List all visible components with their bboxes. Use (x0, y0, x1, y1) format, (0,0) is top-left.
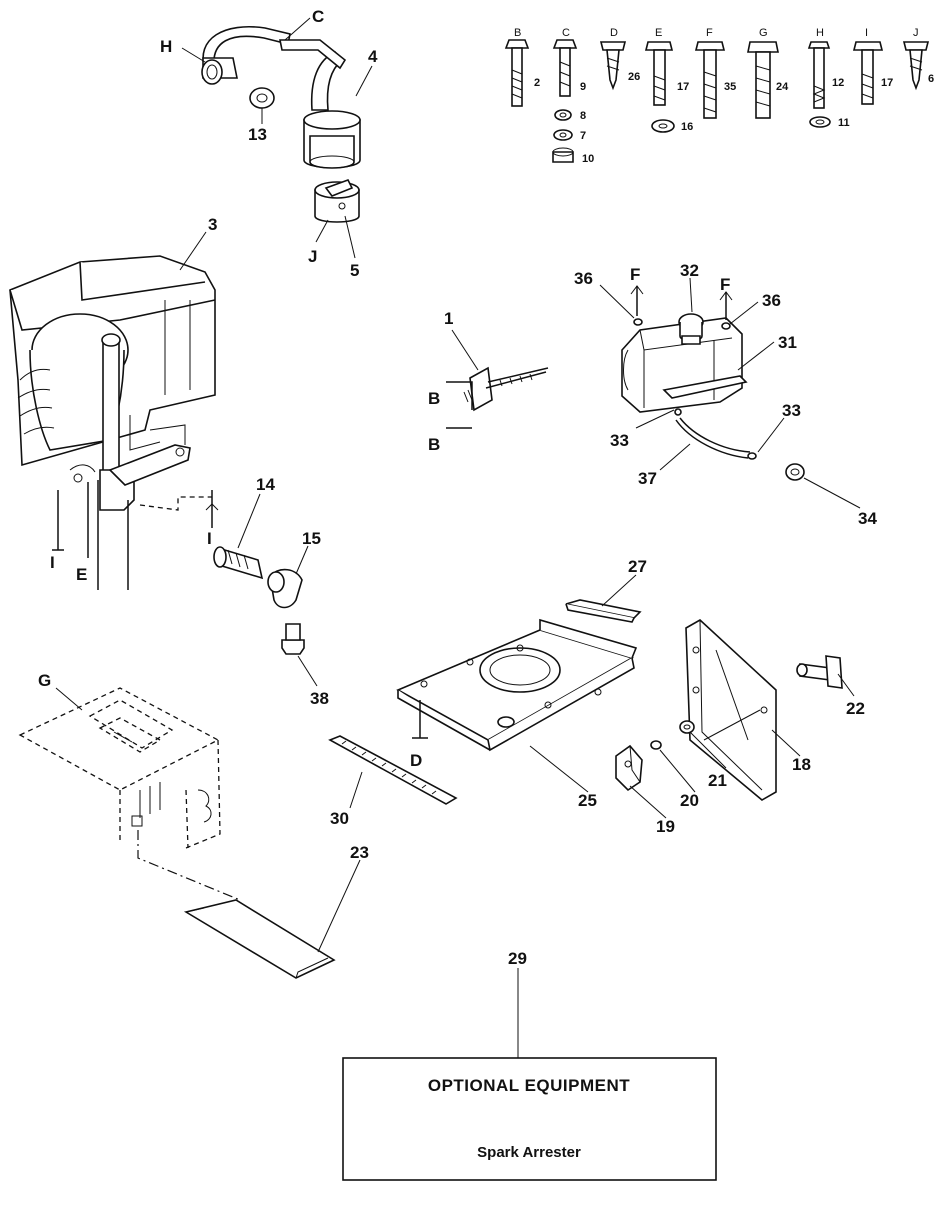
hardware-qty-e: 17 (677, 81, 689, 93)
callout-36-left: 36 (574, 269, 593, 288)
pipe-fittings (213, 546, 305, 655)
hardware-qty-i: 17 (881, 77, 893, 89)
callout-18: 18 (792, 755, 811, 774)
callout-5: 5 (350, 261, 359, 280)
hardware-strip: B 2 C 9 8 7 10 D 26 (504, 27, 934, 165)
washer-qty-8: 8 (580, 110, 586, 122)
callout-i-left: I (50, 553, 55, 572)
hardware-letter-h: H (816, 27, 824, 39)
callout-15: 15 (302, 529, 321, 548)
hardware-bolt-g: G 24 (747, 27, 789, 119)
callout-19: 19 (656, 817, 675, 836)
callout-h: H (160, 37, 172, 56)
callout-f-right: F (720, 275, 730, 294)
bracket-1 (446, 366, 549, 429)
hardware-letter-f: F (706, 27, 713, 39)
callout-21: 21 (708, 771, 727, 790)
hardware-letter-i: I (865, 27, 868, 39)
callout-36-right: 36 (762, 291, 781, 310)
hardware-qty-d: 26 (628, 71, 640, 83)
callout-37: 37 (638, 469, 657, 488)
gasket-strip (328, 735, 458, 805)
hose-assembly (674, 408, 805, 481)
optional-equipment-box: OPTIONAL EQUIPMENT Spark Arrester (342, 1057, 717, 1181)
heat-shield (615, 619, 843, 801)
callout-31: 31 (778, 333, 797, 352)
hardware-qty-b: 2 (534, 77, 540, 89)
callout-3: 3 (208, 215, 217, 234)
hardware-qty-f: 35 (724, 81, 736, 93)
hardware-letter-j: J (913, 27, 919, 39)
callout-13: 13 (248, 125, 267, 144)
callout-33-left: 33 (610, 431, 629, 450)
washer-qty-10: 10 (582, 153, 594, 165)
callout-22: 22 (846, 699, 865, 718)
frame-and-plate (18, 687, 336, 979)
hardware-screw-j: J 6 (902, 27, 934, 91)
hardware-qty-c: 9 (580, 81, 586, 93)
callout-23: 23 (350, 843, 369, 862)
callout-b-lower: B (428, 435, 440, 454)
callout-29: 29 (508, 949, 527, 968)
callout-32: 32 (680, 261, 699, 280)
callout-27: 27 (628, 557, 647, 576)
callout-25: 25 (578, 791, 597, 810)
callout-b-upper: B (428, 389, 440, 408)
hardware-qty-h: 12 (832, 77, 844, 89)
exhaust-assembly (201, 26, 361, 223)
callout-e: E (76, 565, 87, 584)
hardware-qty-j: 6 (928, 73, 934, 85)
hardware-letter-c: C (562, 27, 570, 39)
callout-20: 20 (680, 791, 699, 810)
hardware-letter-e: E (655, 27, 662, 39)
callout-33-right: 33 (782, 401, 801, 420)
hardware-letter-g: G (759, 27, 768, 39)
hardware-letter-d: D (610, 27, 618, 39)
washer-qty-11: 11 (838, 117, 850, 129)
washer-qty-16: 16 (681, 121, 693, 133)
callout-c-top: C (312, 7, 324, 26)
callout-labels: C H 4 13 5 J 3 1 B B 36 F 32 F 36 31 33 … (38, 7, 877, 968)
callout-1: 1 (444, 309, 453, 328)
hardware-bolt-b: B 2 (504, 27, 540, 107)
engine (9, 255, 219, 590)
callout-f-left: F (630, 265, 640, 284)
hardware-letter-b: B (514, 27, 521, 39)
callout-4: 4 (368, 47, 378, 66)
hardware-qty-g: 24 (776, 81, 789, 93)
leader-lines (55, 17, 861, 1058)
callout-j: J (308, 247, 317, 266)
mounting-plate (396, 599, 642, 752)
callout-14: 14 (256, 475, 275, 494)
hardware-bolt-e: E 17 16 (644, 27, 693, 133)
callout-i-mid: I (207, 529, 212, 548)
tank-assembly (621, 285, 748, 413)
callout-38: 38 (310, 689, 329, 708)
optional-equipment-title: OPTIONAL EQUIPMENT (428, 1076, 630, 1095)
callout-d: D (410, 751, 422, 770)
callout-34: 34 (858, 509, 877, 528)
hardware-bolt-i: I 17 (852, 27, 893, 105)
washer-stack: 8 7 10 (552, 109, 594, 165)
hardware-bolt-h: H 12 11 (807, 27, 850, 129)
washer-qty-7: 7 (580, 130, 586, 142)
hardware-screw-d: D 26 (599, 27, 640, 91)
optional-equipment-subtitle: Spark Arrester (477, 1144, 581, 1161)
callout-g: G (38, 671, 51, 690)
hardware-bolt-c: C 9 (552, 27, 586, 97)
hardware-bolt-f: F 35 (694, 27, 736, 119)
callout-30: 30 (330, 809, 349, 828)
